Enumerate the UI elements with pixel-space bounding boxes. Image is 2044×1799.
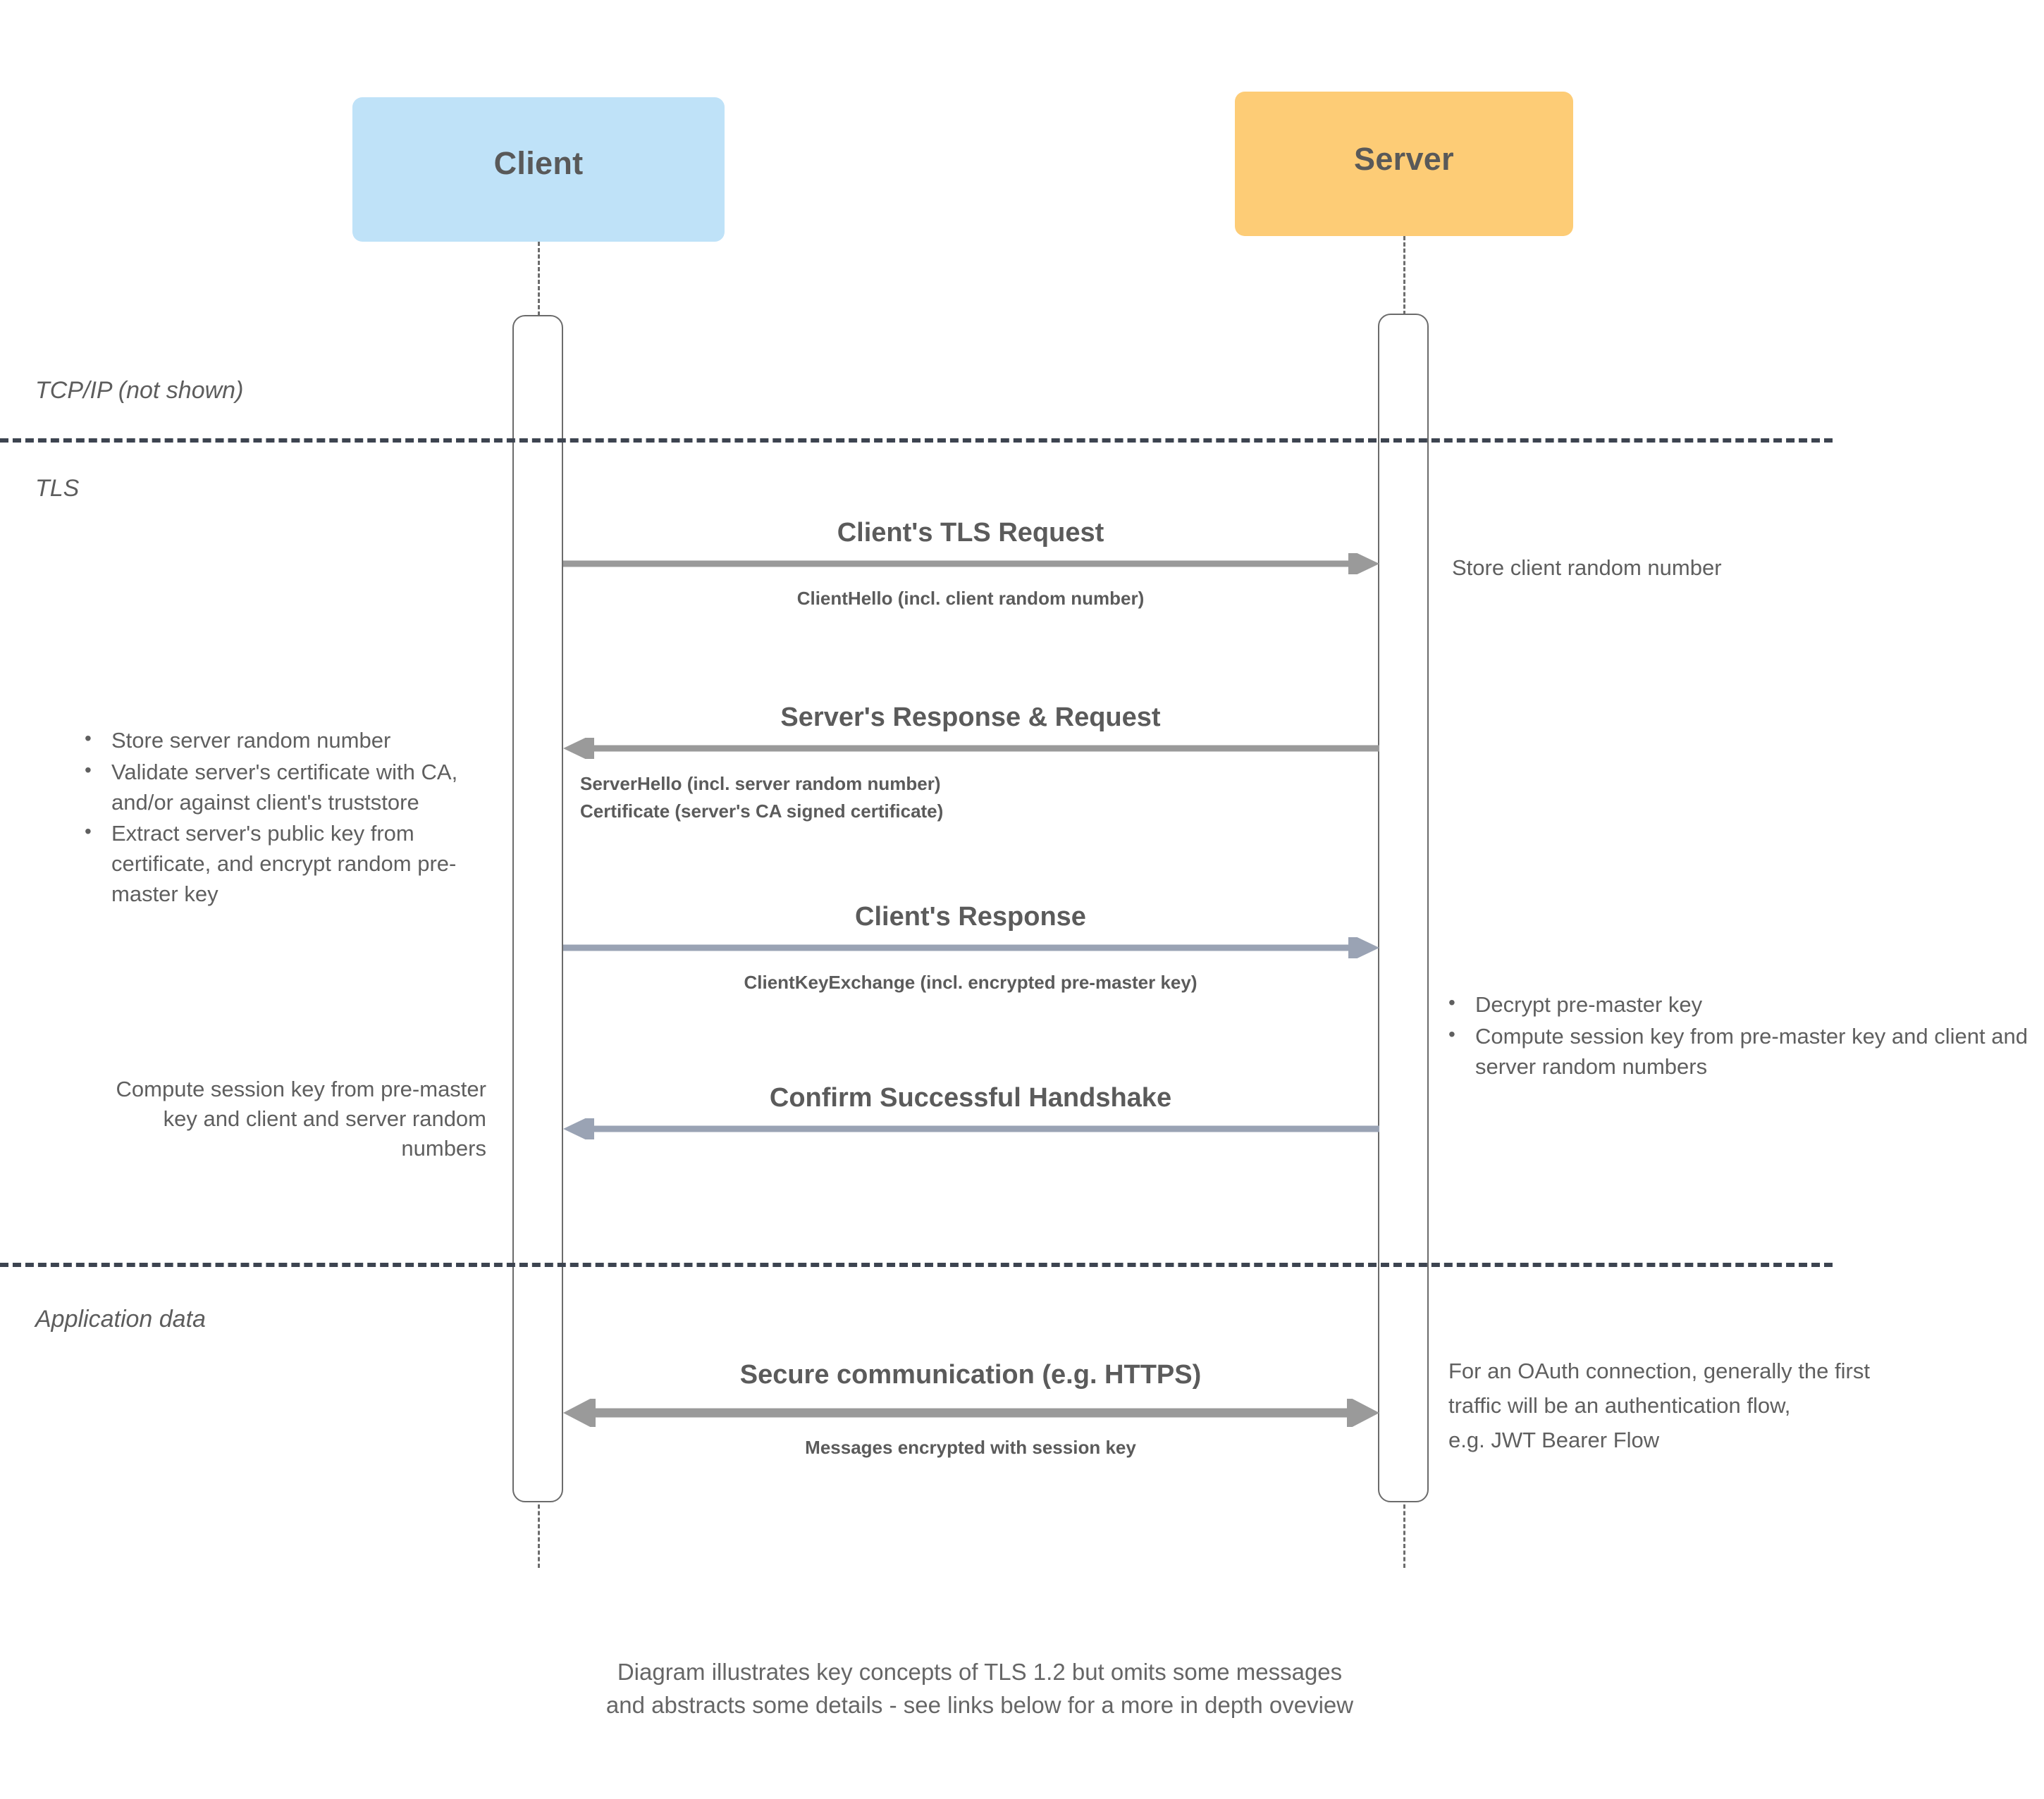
participant-client-label: Client [493, 144, 584, 181]
message-arrow-client-tls-request [563, 553, 1379, 574]
message-arrow-secure-communication [563, 1399, 1379, 1427]
note-list-item: Extract server's public key from certifi… [78, 818, 486, 909]
footer-caption-line1: Diagram illustrates key concepts of TLS … [617, 1659, 1343, 1685]
footer-caption: Diagram illustrates key concepts of TLS … [0, 1656, 1959, 1722]
message-arrow-client-response [563, 937, 1379, 958]
note-oauth-line3: e.g. JWT Bearer Flow [1448, 1428, 1660, 1452]
message-title-client-response: Client's Response [855, 902, 1086, 932]
note-list-client-actions: Store server random number Validate serv… [78, 725, 486, 911]
note-oauth-line1: For an OAuth connection, generally the f… [1448, 1359, 1870, 1383]
note-client-compute-session-key: Compute session key from pre-master key … [116, 1077, 486, 1161]
phase-label-appdata: Application data [35, 1306, 206, 1333]
activation-bar-server [1378, 314, 1429, 1502]
lifeline-client-top [538, 242, 540, 316]
note-oauth-line2: traffic will be an authentication flow, [1448, 1393, 1791, 1418]
note-list-item: Validate server's certificate with CA, a… [78, 757, 486, 818]
footer-caption-line2: and abstracts some details - see links b… [605, 1691, 1354, 1718]
message-sub-secure-communication: Messages encrypted with session key [805, 1437, 1136, 1458]
note-list-item: Compute session key from pre-master key … [1441, 1021, 2033, 1082]
phase-divider-tls-appdata [0, 1263, 1833, 1267]
message-title-client-tls-request: Client's TLS Request [837, 518, 1104, 548]
lifeline-server-top [1403, 236, 1405, 315]
note-server-store-client-random: Store client random number [1452, 555, 1722, 580]
participant-server-label: Server [1354, 140, 1454, 177]
note-list-item: Store server random number [78, 725, 486, 756]
message-title-confirm-handshake: Confirm Successful Handshake [769, 1083, 1172, 1113]
participant-client[interactable]: Client [352, 97, 725, 242]
phase-label-tls: TLS [35, 475, 80, 502]
phase-label-tcpip: TCP/IP (not shown) [35, 377, 244, 404]
message-title-secure-communication: Secure communication (e.g. HTTPS) [739, 1360, 1202, 1390]
lifeline-server-bottom [1403, 1504, 1405, 1568]
message-arrow-confirm-handshake [563, 1118, 1379, 1139]
note-list-item: Decrypt pre-master key [1441, 989, 2033, 1020]
lifeline-client-bottom [538, 1504, 540, 1568]
phase-divider-tcpip-tls [0, 438, 1833, 443]
message-sub-server-response-request-line1: ServerHello (incl. server random number) [580, 773, 941, 794]
message-arrow-server-response-request [563, 738, 1379, 759]
message-title-server-response-request: Server's Response & Request [780, 703, 1161, 732]
activation-bar-client [512, 315, 563, 1502]
note-list-server-actions: Decrypt pre-master key Compute session k… [1441, 989, 2033, 1083]
message-sub-client-tls-request: ClientHello (incl. client random number) [796, 588, 1145, 609]
participant-server[interactable]: Server [1235, 92, 1573, 236]
message-sub-server-response-request-line2: Certificate (server's CA signed certific… [580, 800, 944, 822]
message-sub-client-response: ClientKeyExchange (incl. encrypted pre-m… [744, 972, 1198, 993]
